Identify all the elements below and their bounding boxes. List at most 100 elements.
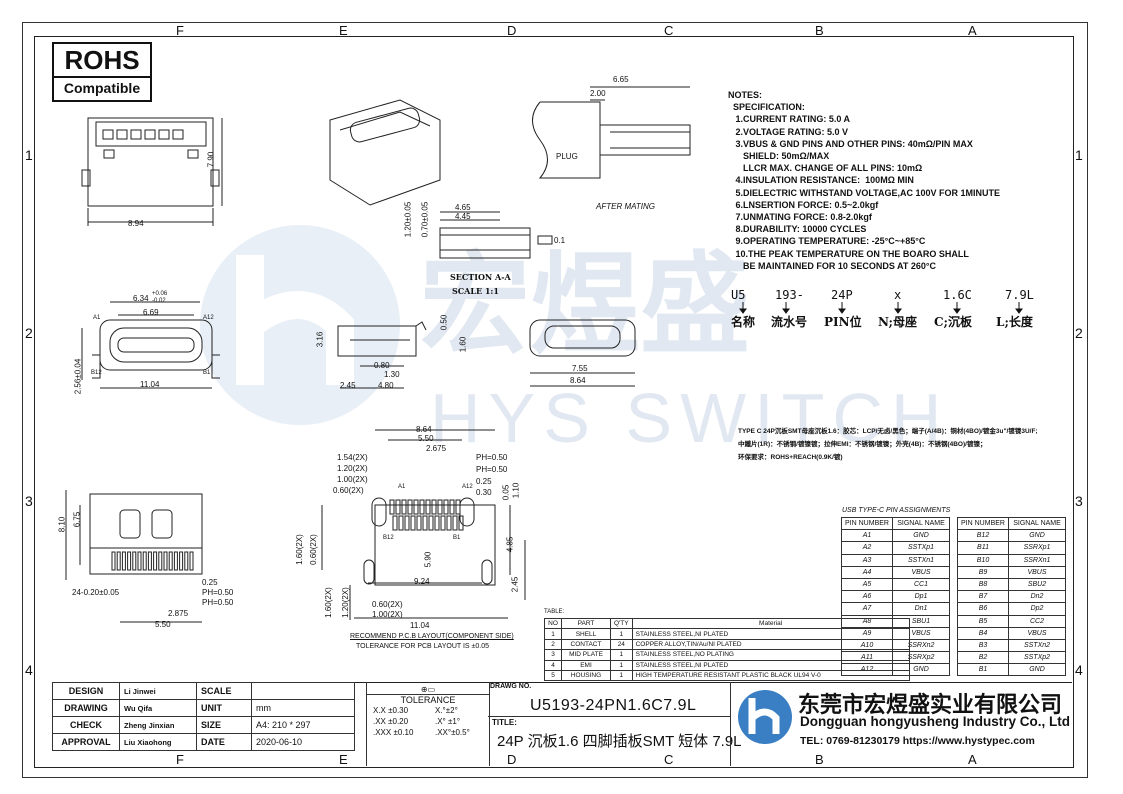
watermark-logo-icon: [200, 225, 400, 425]
pin-number: B8: [957, 577, 1009, 592]
pcb-pad: [419, 499, 425, 515]
zone-right-4: 4: [1075, 662, 1083, 678]
tb-value: mm: [251, 699, 355, 717]
tb-person: Liu Xiaohong: [119, 733, 197, 751]
smt-lead: [173, 551, 178, 571]
table-row: DESIGN Li Jinwei SCALE: [52, 682, 355, 700]
zh-spec-1: TYPE C 24P沉板SMT母座沉板1.6：胶芯：LCP/无卤/黑色；端子(A…: [738, 428, 1038, 435]
pcb-pad: [392, 515, 398, 531]
dim-7-90: 7.90: [206, 151, 216, 168]
bom-cell: STAINLESS STEEL,NI PLATED: [631, 628, 910, 640]
pcb-dim-1-00h: 1.00(2X): [372, 610, 403, 619]
smt-lead: [147, 551, 152, 571]
pcb-dim-4-85: 4.85: [505, 536, 515, 553]
pin-number: B2: [957, 651, 1009, 665]
code-x: x: [894, 288, 902, 302]
label-tolerance-pcb: TOLERANCE FOR PCB LAYOUT IS ±0.05: [356, 643, 489, 650]
pin-col-header: PIN NUMBER: [957, 516, 1009, 531]
bom-cell: EMI: [561, 659, 611, 671]
pcb-pad: [416, 515, 422, 531]
dim-0-80: 0.80: [374, 361, 390, 370]
zone-top-d: D: [507, 23, 517, 38]
zone-left-1: 1: [25, 147, 33, 163]
signal-name: Dn1: [892, 602, 950, 616]
smt-lead: [153, 551, 158, 571]
pcb-pad: [458, 515, 464, 531]
pin-number: B1: [957, 663, 1009, 677]
zone-top-a: A: [968, 23, 977, 38]
rohs-title: ROHS: [54, 44, 150, 78]
pin-table-title: USB TYPE-C PIN ASSIGNMENTS: [842, 507, 951, 514]
bom-cell: 1: [610, 659, 633, 671]
title-divider: [488, 716, 730, 717]
dim-6-69: 6.69: [143, 308, 159, 317]
dim-0-70: 0.70±0.05: [420, 201, 430, 238]
pin-number: B6: [957, 602, 1009, 616]
pin-number: B10: [957, 553, 1009, 567]
pin-number: B4: [957, 626, 1009, 640]
tb-role: DRAWING: [52, 699, 120, 717]
meaning-pin: PIN位: [824, 315, 862, 329]
zone-top-b: B: [815, 23, 824, 38]
meaning-length: L;长度: [996, 315, 1033, 329]
signal-name: SSTXn2: [1008, 638, 1066, 653]
pin-number: B12: [957, 529, 1009, 543]
dim-11-04: 11.04: [140, 380, 160, 389]
tb-value: [251, 682, 355, 700]
pcb-dim-0-25: 0.25: [476, 477, 492, 486]
tb-person: Li Jinwei: [119, 682, 197, 700]
bom-cell: STAINLESS STEEL,NO PLATING: [631, 649, 910, 661]
bom-header: PART: [561, 617, 611, 630]
pcb-dim-0-05: 0.05: [501, 484, 511, 501]
rohs-badge: ROHS Compatible: [52, 42, 152, 102]
projection-icon: ⊕▭: [420, 685, 436, 694]
tol-linear: .XXX ±0.10: [373, 728, 414, 737]
pin-a1: A1: [93, 315, 101, 321]
bom-header: Q'TY: [610, 617, 633, 630]
zh-spec-3: 环保要求：ROHS+REACH(0.9K/镀): [738, 454, 843, 461]
pcb-pin-a1: A1: [398, 484, 406, 490]
pcb-dim-1-20: 1.20(2X): [337, 464, 368, 473]
bom-header: NO: [544, 617, 562, 630]
meaning-sink: C;沉板: [934, 315, 972, 329]
pin-number: B5: [957, 614, 1009, 628]
pcb-pin-a12: A12: [462, 484, 473, 490]
meaning-name: 名称: [731, 315, 756, 329]
smt-lead: [179, 551, 184, 571]
tb-field: UNIT: [196, 699, 252, 717]
zone-left-4: 4: [25, 662, 33, 678]
bom-cell: 24: [610, 638, 633, 651]
dim-1-20: 1.20±0.05: [403, 201, 413, 238]
rohs-sub: Compatible: [63, 80, 141, 96]
dim-4-45: 4.45: [455, 212, 471, 221]
pcb-pad: [428, 515, 434, 531]
label-scale: SCALE 1:1: [452, 286, 499, 296]
pcb-pad: [410, 515, 416, 531]
pcb-dim-1-54: 1.54(2X): [337, 453, 368, 462]
pcb-pitch-1: PH=0.50: [476, 453, 508, 462]
company-divider: [730, 682, 731, 766]
tol-angular: .X° ±1°: [435, 717, 461, 726]
table-row: CHECK Zheng Jinxian SIZE A4: 210 * 297: [52, 716, 355, 734]
pcb-pad: [395, 499, 401, 515]
pin-a12: A12: [203, 315, 214, 321]
pin-col-header: PIN NUMBER: [841, 516, 893, 531]
side-pitch-1: PH=0.50: [202, 588, 234, 597]
side-dim-0-25: 0.25: [202, 578, 218, 587]
tol-linear: X.X ±0.30: [373, 706, 409, 715]
zone-bottom-d: D: [507, 752, 517, 767]
pin-number: B3: [957, 638, 1009, 653]
zone-left-3: 3: [25, 493, 33, 509]
pcb-pad: [443, 499, 449, 515]
bom-header: Material: [631, 617, 910, 630]
pcb-dim-5-50: 5.50: [418, 434, 434, 443]
label-recommend-pcb: RECOMMEND P.C.B LAYOUT(COMPONENT SIDE): [350, 633, 514, 640]
pin-col-header: SIGNAL NAME: [1008, 516, 1066, 531]
